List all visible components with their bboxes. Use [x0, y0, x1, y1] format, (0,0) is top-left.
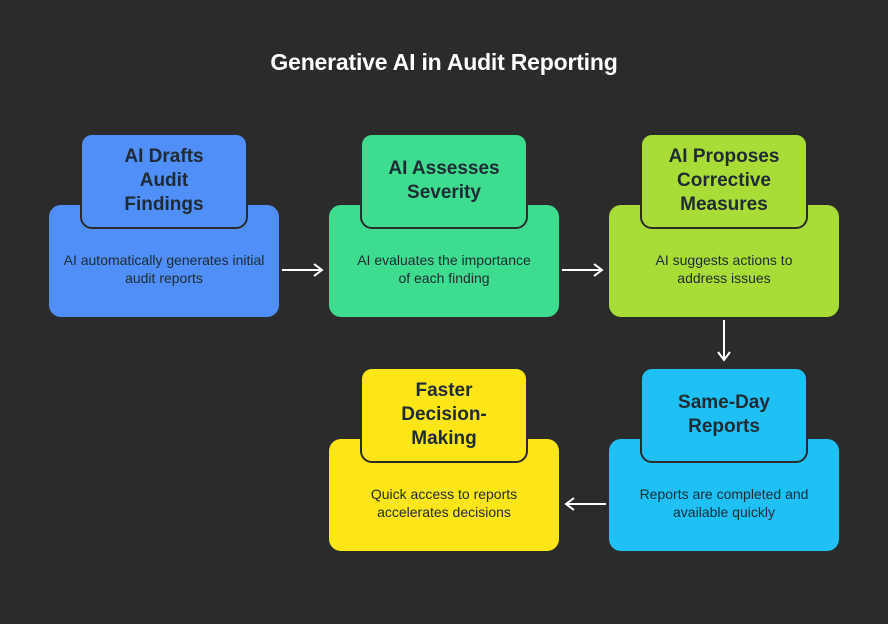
- step-ai-assesses-severity: AI evaluates the importance of each find…: [329, 133, 559, 317]
- step-title: Same-Day Reports: [678, 392, 770, 437]
- step-description: Quick access to reports accelerates deci…: [370, 486, 518, 520]
- step-ai-drafts-audit-findings: AI automatically generates initial audit…: [49, 133, 279, 317]
- step-same-day-reports: Reports are completed and available quic…: [609, 367, 839, 551]
- arrow-down-icon: [717, 320, 731, 362]
- step-title-tab: Same-Day Reports: [640, 367, 808, 463]
- diagram-title: Generative AI in Audit Reporting: [270, 49, 618, 75]
- step-title: Faster Decision-Making: [401, 380, 487, 449]
- arrow-right-icon: [562, 263, 604, 277]
- step-description: AI automatically generates initial audit…: [63, 252, 265, 286]
- step-description: AI evaluates the importance of each find…: [357, 252, 531, 286]
- step-title: AI Proposes Corrective Measures: [668, 146, 780, 215]
- step-description: AI suggests actions to address issues: [655, 252, 793, 286]
- step-title: AI Drafts Audit Findings: [124, 146, 204, 215]
- arrow-right-icon: [282, 263, 324, 277]
- arrow-left-icon: [564, 497, 606, 511]
- step-title-tab: Faster Decision-Making: [360, 367, 528, 463]
- step-title-tab: AI Assesses Severity: [360, 133, 528, 229]
- step-title: AI Assesses Severity: [388, 158, 500, 203]
- step-faster-decision-making: Quick access to reports accelerates deci…: [329, 367, 559, 551]
- step-ai-proposes-corrective-measures: AI suggests actions to address issues AI…: [609, 133, 839, 317]
- step-title-tab: AI Drafts Audit Findings: [80, 133, 248, 229]
- step-description: Reports are completed and available quic…: [639, 486, 809, 520]
- step-title-tab: AI Proposes Corrective Measures: [640, 133, 808, 229]
